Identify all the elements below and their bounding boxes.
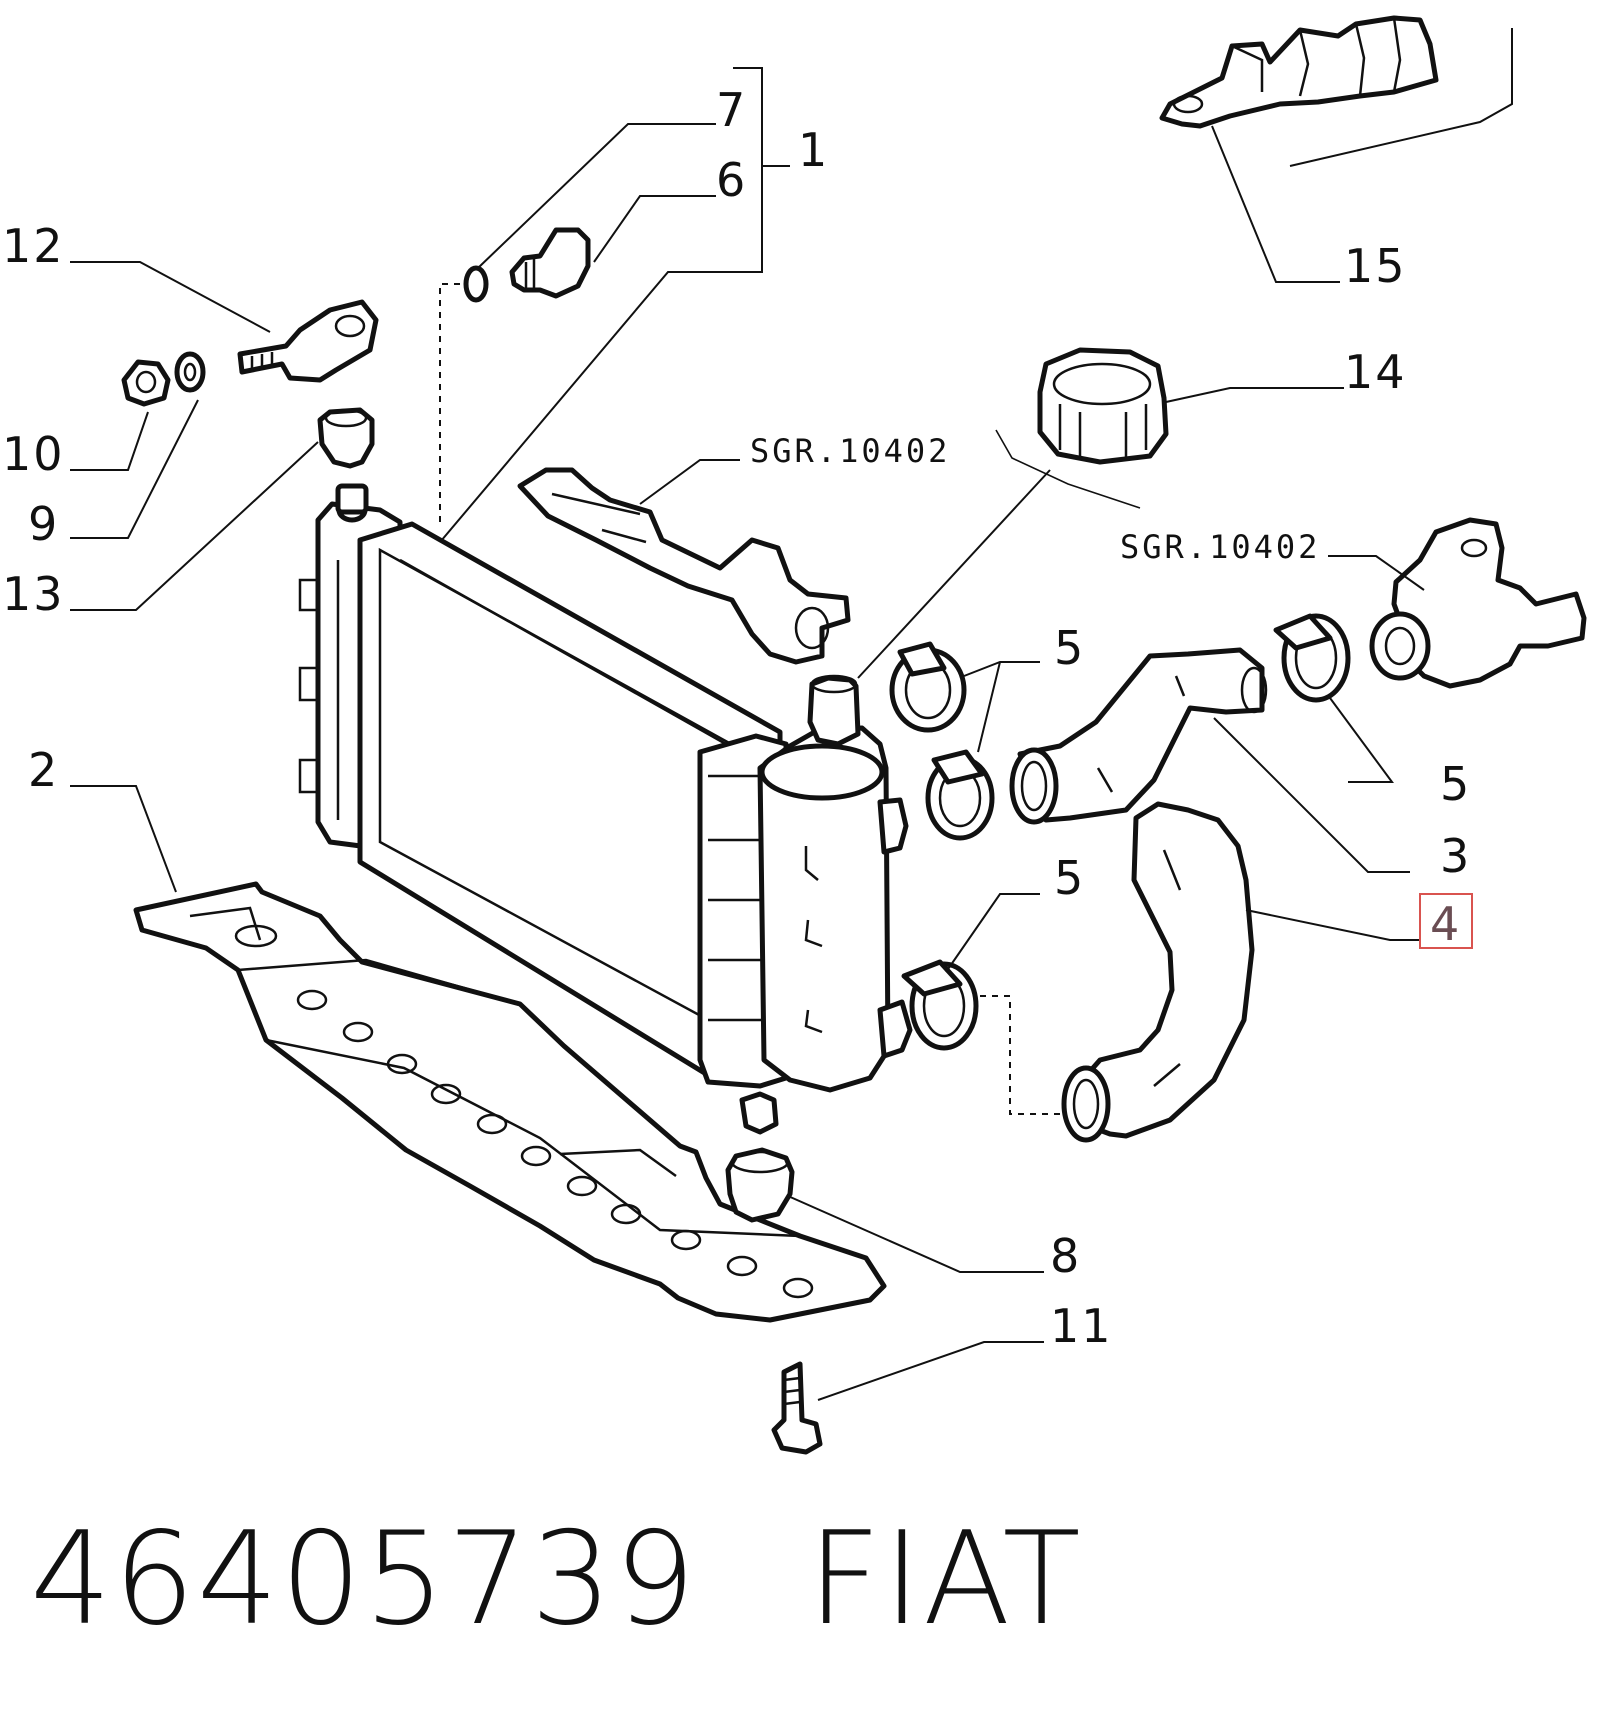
part-number: 46405739 (30, 1505, 698, 1654)
callout-12: 12 (2, 219, 65, 273)
reservoir-tank (739, 469, 1051, 1135)
callout-14: 14 (1344, 345, 1407, 399)
bleed-screw-part-6 (509, 227, 591, 299)
callout-13: 13 (2, 567, 65, 621)
lower-mount-part-8 (725, 1147, 1044, 1273)
bolt-part-11 (771, 1341, 1044, 1455)
rubber-mount-part-13 (70, 407, 375, 611)
bracket-part-15 (1159, 15, 1513, 283)
callout-4: 4 (1430, 897, 1461, 951)
brand-name: FIAT (807, 1505, 1083, 1654)
callout-15: 15 (1344, 239, 1407, 293)
callout-11: 11 (1050, 1299, 1113, 1353)
nut-part-10 (70, 359, 171, 471)
callout-5-upper: 5 (1054, 621, 1085, 675)
callout-7: 7 (716, 83, 747, 137)
callout-5-lower: 5 (1054, 851, 1085, 905)
clamp-part-5-right (1273, 613, 1351, 703)
callout-labels: 12 10 9 13 2 7 6 1 15 14 5 5 3 4 5 8 11 … (2, 83, 1471, 1353)
clamp-part-5-lower (901, 959, 979, 1051)
lower-hose-part-4 (1061, 801, 1420, 1143)
footer-part-info: 46405739 FIAT (30, 1505, 1083, 1654)
callout-2: 2 (28, 743, 59, 797)
leader-lines-1-6-7 (429, 67, 790, 555)
thermostat-housing-sgr-10402-right (1328, 517, 1587, 689)
reference-sgr-10402-left: SGR.10402 (750, 432, 950, 470)
crossmember-part-2 (70, 785, 887, 1323)
callout-9: 9 (28, 497, 59, 551)
callout-8: 8 (1050, 1229, 1081, 1283)
callout-10: 10 (2, 427, 65, 481)
callout-3: 3 (1440, 829, 1471, 883)
callout-6: 6 (716, 153, 747, 207)
callout-1: 1 (798, 123, 829, 177)
upper-hose-part-3 (1009, 647, 1410, 873)
highlight-box-part-4 (1419, 893, 1473, 949)
sensor-part-12 (70, 261, 379, 383)
coolant-pipe-sgr-10402-left (517, 459, 851, 665)
oring-part-7 (463, 265, 489, 303)
clamp-leaders (945, 661, 1394, 1115)
callout-5-right: 5 (1440, 757, 1471, 811)
radiator-cap-part-14 (995, 347, 1344, 509)
reference-sgr-10402-right: SGR.10402 (1120, 528, 1320, 566)
washer-part-9 (70, 351, 206, 539)
clamp-part-5-middle (925, 749, 995, 841)
clamp-part-5-upper-left (889, 641, 967, 733)
